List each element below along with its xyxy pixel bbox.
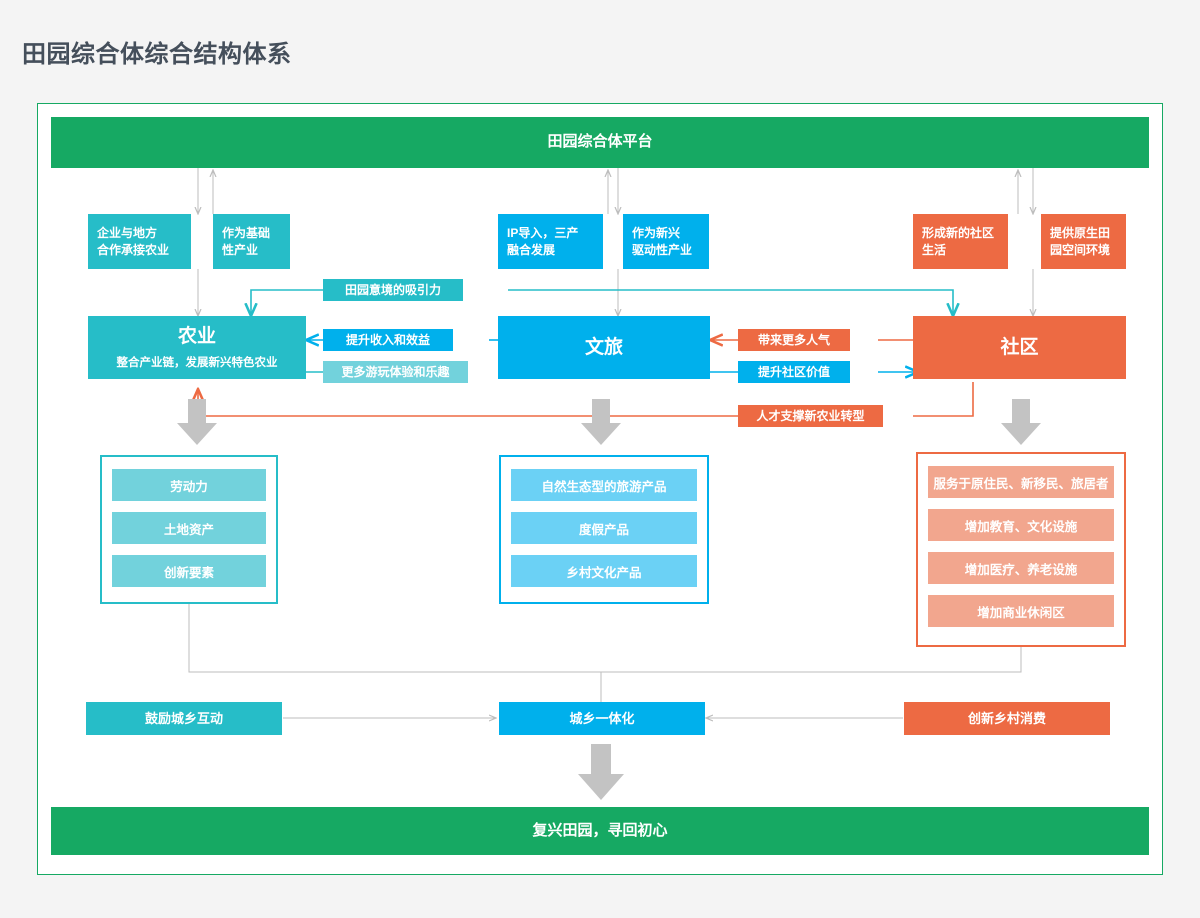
panel-agriculture-resources: 劳动力 土地资产 创新要素 — [100, 455, 278, 604]
panel-item-label: 服务于原住民、新移民、旅居者 — [933, 476, 1109, 491]
link-text-4: 提升社区价值 — [757, 364, 830, 379]
panel-tourism-products: 自然生态型的旅游产品 度假产品 乡村文化产品 — [499, 455, 709, 604]
panel-item-eco-tourism[interactable]: 自然生态型的旅游产品 — [511, 469, 697, 501]
feeder-label-5: 提供原生田 园空间环境 — [1050, 226, 1111, 257]
link-text-5: 人才支撑新农业转型 — [756, 408, 865, 423]
link-text-3: 带来更多人气 — [757, 332, 830, 347]
panel-item-label: 乡村文化产品 — [566, 565, 642, 580]
link-label-income[interactable]: 提升收入和效益 — [323, 329, 453, 351]
panel-item-label: 劳动力 — [170, 479, 208, 494]
conclusion-label: 复兴田园，寻回初心 — [532, 821, 668, 839]
hub-tourism-title: 文旅 — [584, 336, 623, 358]
panel-item-resort[interactable]: 度假产品 — [511, 512, 697, 544]
panel-item-label: 增加医疗、养老设施 — [964, 562, 1078, 577]
feeder-chip-4[interactable]: 形成新的社区 生活 — [913, 214, 1008, 269]
link-text-0: 田园意境的吸引力 — [344, 282, 441, 297]
bottom-box-rural-consumption[interactable]: 创新乡村消费 — [904, 702, 1110, 735]
panel-item-label: 创新要素 — [163, 565, 214, 580]
hub-tourism[interactable]: 文旅 — [498, 316, 710, 379]
feeder-label-1: 作为基础 性产业 — [222, 226, 271, 257]
bottom-box-label-1: 城乡一体化 — [569, 710, 635, 726]
link-label-value[interactable]: 提升社区价值 — [738, 361, 850, 383]
feeder-label-2: IP导入，三产 融合发展 — [507, 226, 579, 257]
page-title: 田园综合体综合结构体系 — [22, 41, 292, 68]
feeder-chip-0[interactable]: 企业与地方 合作承接农业 — [88, 214, 191, 269]
panel-item-labor[interactable]: 劳动力 — [112, 469, 266, 501]
panel-item-innovation[interactable]: 创新要素 — [112, 555, 266, 587]
bottom-box-label-0: 鼓励城乡互动 — [144, 710, 223, 726]
feeder-chip-5[interactable]: 提供原生田 园空间环境 — [1041, 214, 1126, 269]
feeder-chip-2[interactable]: IP导入，三产 融合发展 — [498, 214, 603, 269]
panel-item-label: 度假产品 — [578, 522, 629, 537]
hub-agriculture[interactable]: 农业 整合产业链，发展新兴特色农业 — [88, 316, 306, 379]
feeder-label-3: 作为新兴 驱动性产业 — [632, 226, 693, 257]
platform-label: 田园综合体平台 — [547, 133, 653, 151]
link-label-attraction[interactable]: 田园意境的吸引力 — [323, 279, 463, 301]
link-text-2: 更多游玩体验和乐趣 — [341, 364, 450, 379]
link-label-fun[interactable]: 更多游玩体验和乐趣 — [323, 361, 468, 383]
panel-item-land[interactable]: 土地资产 — [112, 512, 266, 544]
link-label-popularity[interactable]: 带来更多人气 — [738, 329, 850, 351]
feeder-chip-1[interactable]: 作为基础 性产业 — [213, 214, 290, 269]
panel-item-education[interactable]: 增加教育、文化设施 — [928, 509, 1114, 541]
panel-item-label: 增加商业休闲区 — [977, 605, 1065, 620]
conclusion-banner[interactable]: 复兴田园，寻回初心 — [51, 807, 1149, 855]
panel-item-label: 土地资产 — [163, 522, 214, 537]
hub-community[interactable]: 社区 — [913, 316, 1126, 379]
bottom-box-integration[interactable]: 城乡一体化 — [499, 702, 705, 735]
panel-item-label: 增加教育、文化设施 — [964, 519, 1078, 534]
hub-agriculture-title: 农业 — [177, 325, 216, 347]
platform-banner[interactable]: 田园综合体平台 — [51, 117, 1149, 168]
hub-agriculture-subtitle: 整合产业链，发展新兴特色农业 — [116, 356, 278, 369]
panel-item-rural-culture[interactable]: 乡村文化产品 — [511, 555, 697, 587]
feeder-label-4: 形成新的社区 生活 — [922, 226, 995, 257]
feeder-chip-3[interactable]: 作为新兴 驱动性产业 — [623, 214, 709, 269]
panel-item-commercial[interactable]: 增加商业休闲区 — [928, 595, 1114, 627]
panel-item-label: 自然生态型的旅游产品 — [541, 479, 667, 494]
panel-community-services: 服务于原住民、新移民、旅居者 增加教育、文化设施 增加医疗、养老设施 增加商业休… — [916, 452, 1126, 647]
link-text-1: 提升收入和效益 — [345, 332, 430, 347]
bottom-box-label-2: 创新乡村消费 — [967, 710, 1046, 726]
diagram-canvas: 田园综合体平台 企业与地方 合作承接农业 作为基础 性产业 IP导入，三产 融合… — [37, 103, 1163, 875]
link-label-talent[interactable]: 人才支撑新农业转型 — [738, 405, 883, 427]
bottom-box-urban-rural-interaction[interactable]: 鼓励城乡互动 — [86, 702, 282, 735]
hub-community-title: 社区 — [1000, 336, 1039, 358]
feeder-label-0: 企业与地方 合作承接农业 — [97, 226, 170, 257]
panel-item-medical[interactable]: 增加医疗、养老设施 — [928, 552, 1114, 584]
panel-item-residents[interactable]: 服务于原住民、新移民、旅居者 — [928, 466, 1114, 498]
